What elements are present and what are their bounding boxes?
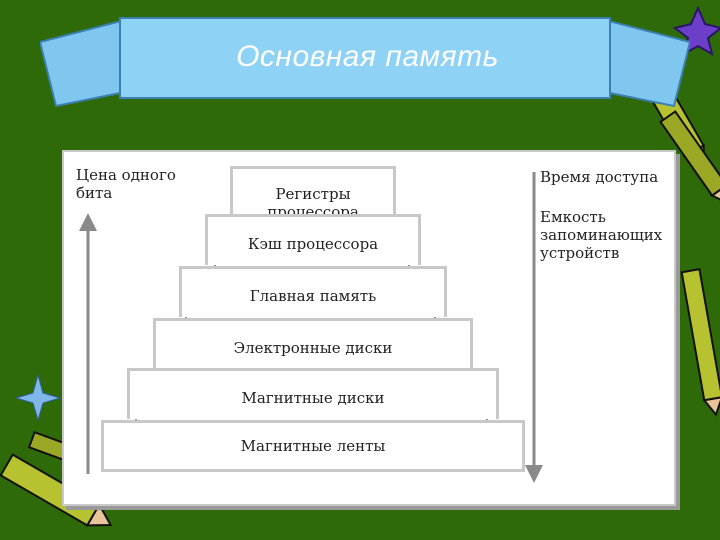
page-title: Основная память xyxy=(236,40,499,73)
level-main-memory: Главная память xyxy=(179,266,447,317)
level-magnetic-disks: Магнитные диски xyxy=(127,368,499,419)
cost-label: Цена одного бита xyxy=(76,166,176,202)
level-label: Магнитные диски xyxy=(241,389,385,407)
level-registers: Регистры процессора xyxy=(230,166,396,221)
level-label: Главная память xyxy=(249,287,377,305)
pencil-icon xyxy=(680,268,720,417)
access-time-label: Время доступа xyxy=(540,168,659,186)
capacity-label: Емкость запоминающих устройств xyxy=(540,208,662,262)
level-label: Электронные диски xyxy=(233,339,393,357)
cost-label-line1: Цена одного xyxy=(76,166,176,184)
level-label: Магнитные ленты xyxy=(240,437,386,455)
capacity-label-line2: запоминающих xyxy=(540,226,663,244)
level-label: Кэш процессора xyxy=(247,235,379,253)
cost-label-line2: бита xyxy=(76,184,113,202)
level-electronic-disks: Электронные диски xyxy=(153,318,473,369)
title-banner xyxy=(40,17,690,108)
level-magnetic-tapes: Магнитные ленты xyxy=(101,420,525,472)
capacity-label-line3: устройств xyxy=(540,244,620,262)
capacity-label-line1: Емкость xyxy=(540,208,606,226)
memory-hierarchy-diagram: Цена одного бита Время доступа Емкость з… xyxy=(62,150,676,506)
level-cache: Кэш процессора xyxy=(205,214,421,265)
sparkle-icon xyxy=(14,373,62,422)
